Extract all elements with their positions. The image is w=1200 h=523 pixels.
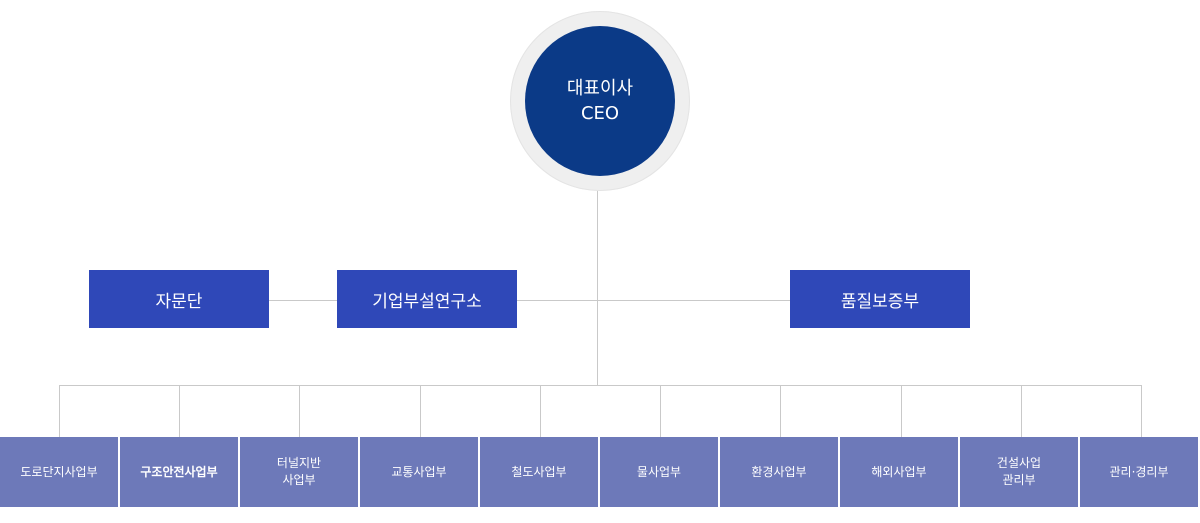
department-label: 관리·경리부: [1109, 464, 1169, 479]
department-water: 물사업부: [600, 437, 718, 507]
department-overseas: 해외사업부: [840, 437, 958, 507]
dept-drop-line: [299, 385, 300, 437]
staff-horizontal-line: [268, 300, 791, 301]
dept-drop-line: [59, 385, 60, 437]
department-label: 환경사업부: [751, 464, 807, 479]
department-label: 터널지반: [276, 456, 322, 470]
ceo-trunk-line: [597, 190, 598, 386]
department-tunnel-geotech: 터널지반 사업부: [240, 437, 358, 507]
advisory-board-label: 자문단: [155, 291, 203, 312]
ceo-title-english: CEO: [580, 103, 620, 124]
dept-drop-line: [420, 385, 421, 437]
department-structural-safety: 구조안전사업부: [120, 437, 238, 507]
department-label: 철도사업부: [511, 464, 567, 479]
department-road-complex: 도로단지사업부: [0, 437, 118, 507]
department-label: 건설사업: [996, 456, 1042, 470]
department-row: 도로단지사업부 구조안전사업부 터널지반 사업부 교통사업부 철도사업부 물사업…: [0, 437, 1200, 507]
dept-drop-line: [540, 385, 541, 437]
quality-assurance-box: 품질보증부: [790, 270, 970, 328]
dept-drop-line: [179, 385, 180, 437]
department-environment: 환경사업부: [720, 437, 838, 507]
department-label: 구조안전사업부: [140, 464, 218, 479]
department-label-line2: 사업부: [282, 473, 316, 487]
quality-assurance-label: 품질보증부: [840, 291, 920, 312]
advisory-board-box: 자문단: [89, 270, 269, 328]
dept-drop-line: [660, 385, 661, 437]
department-railway: 철도사업부: [480, 437, 598, 507]
department-label: 교통사업부: [391, 464, 447, 479]
department-construction-management: 건설사업 관리부: [960, 437, 1078, 507]
department-label: 도로단지사업부: [20, 464, 98, 479]
research-institute-label: 기업부설연구소: [372, 291, 482, 312]
department-label-line2: 관리부: [1002, 473, 1036, 487]
ceo-node: 대표이사 CEO: [525, 26, 675, 176]
dept-drop-line: [901, 385, 902, 437]
dept-drop-line: [1021, 385, 1022, 437]
dept-drop-line: [780, 385, 781, 437]
ceo-title-korean: 대표이사: [566, 78, 634, 99]
research-institute-box: 기업부설연구소: [337, 270, 517, 328]
department-label: 물사업부: [636, 464, 682, 479]
departments-bus-line: [59, 385, 1142, 386]
department-admin-accounting: 관리·경리부: [1080, 437, 1198, 507]
dept-drop-line: [1141, 385, 1142, 437]
department-label: 해외사업부: [871, 464, 927, 479]
department-traffic: 교통사업부: [360, 437, 478, 507]
